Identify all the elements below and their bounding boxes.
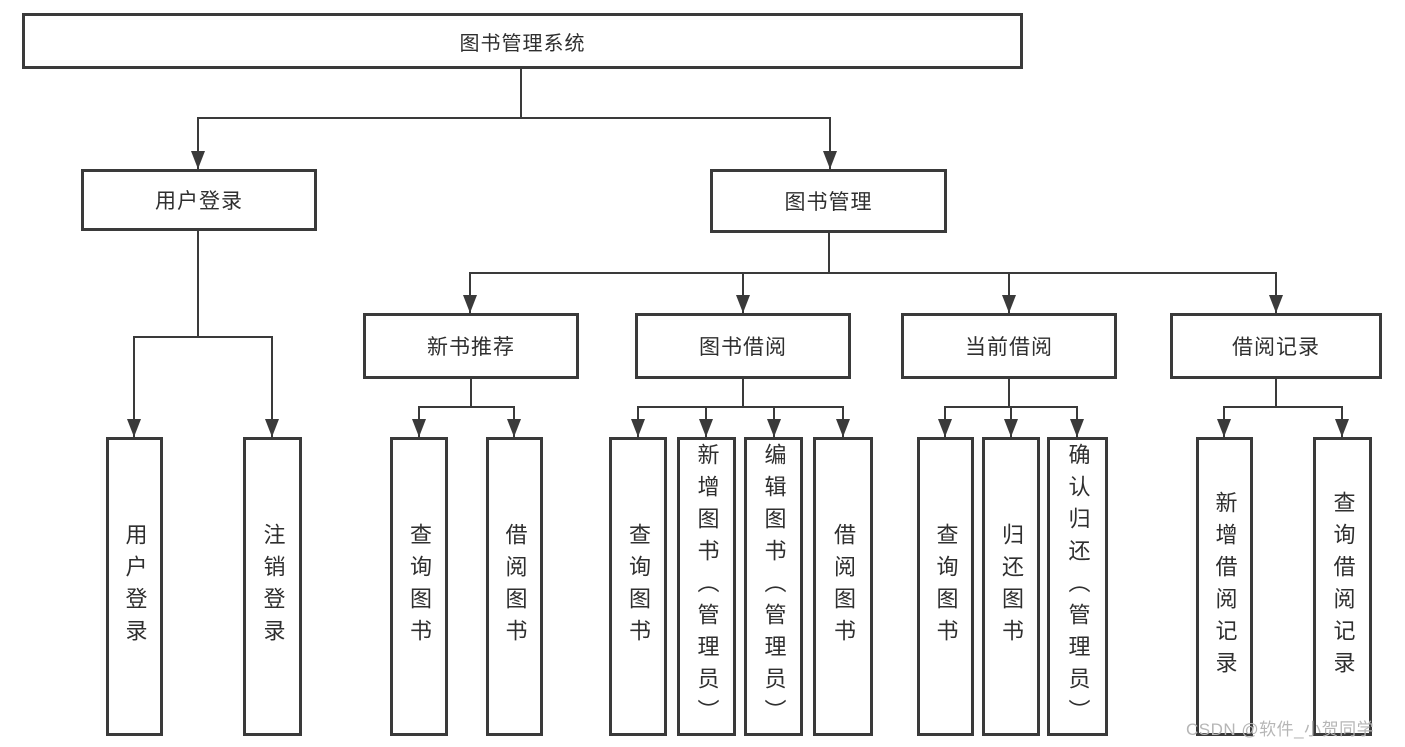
connector-line — [1008, 379, 1010, 407]
leaf-label: 注销登录 — [260, 522, 286, 651]
arrow-down-icon — [265, 337, 279, 437]
arrow-down-icon — [463, 273, 477, 313]
arrow-down-icon — [938, 407, 952, 437]
node-borrowing-records: 借阅记录 — [1170, 313, 1382, 379]
connector-line — [742, 379, 744, 407]
connector-line — [418, 406, 515, 408]
leaf-return-books: 归还图书 — [982, 437, 1040, 736]
leaf-user-login: 用户登录 — [106, 437, 163, 736]
arrow-down-icon — [1002, 273, 1016, 313]
leaf-logout: 注销登录 — [243, 437, 302, 736]
leaf-label: 借阅图书 — [502, 522, 528, 651]
connector-line — [197, 231, 199, 337]
leaf-label: 新增借阅记录 — [1212, 490, 1238, 683]
leaf-label: 确认归还（管理员） — [1065, 442, 1091, 731]
leaf-query-books-recommend: 查询图书 — [390, 437, 448, 736]
node-new-book-recommendation: 新书推荐 — [363, 313, 579, 379]
node-current-borrowing: 当前借阅 — [901, 313, 1117, 379]
leaf-label: 编辑图书（管理员） — [761, 442, 787, 731]
connector-line — [1223, 406, 1343, 408]
leaf-label: 用户登录 — [122, 522, 148, 651]
csdn-watermark: CSDN @软件_小贺同学 — [1186, 720, 1375, 739]
leaf-label: 新增图书（管理员） — [694, 442, 720, 731]
node-book-management: 图书管理 — [710, 169, 947, 233]
arrow-down-icon — [836, 407, 850, 437]
leaf-label: 归还图书 — [999, 522, 1024, 651]
connector-line — [637, 406, 844, 408]
node-user-login: 用户登录 — [81, 169, 317, 231]
connector-line — [1275, 379, 1277, 407]
leaf-label: 查询图书 — [626, 522, 651, 651]
leaf-label: 查询图书 — [407, 522, 432, 651]
leaf-label: 查询图书 — [933, 522, 959, 651]
arrow-down-icon — [736, 273, 750, 313]
arrow-down-icon — [1269, 273, 1283, 313]
leaf-add-books-admin: 新增图书（管理员） — [677, 437, 736, 736]
leaf-query-books: 查询图书 — [609, 437, 667, 736]
arrow-down-icon — [412, 407, 426, 437]
arrow-down-icon — [823, 118, 837, 169]
connector-line — [469, 272, 1277, 274]
leaf-borrow-books-recommend: 借阅图书 — [486, 437, 543, 736]
arrow-down-icon — [631, 407, 645, 437]
arrow-down-icon — [1004, 407, 1018, 437]
leaf-label: 查询借阅记录 — [1330, 490, 1356, 683]
connector-line — [133, 336, 273, 338]
leaf-query-borrow-record: 查询借阅记录 — [1313, 437, 1372, 736]
leaf-confirm-return-admin: 确认归还（管理员） — [1047, 437, 1108, 736]
arrow-down-icon — [699, 407, 713, 437]
arrow-down-icon — [191, 118, 205, 169]
node-book-borrowing: 图书借阅 — [635, 313, 851, 379]
leaf-query-books-current: 查询图书 — [917, 437, 974, 736]
connector-line — [470, 379, 472, 407]
arrow-down-icon — [767, 407, 781, 437]
node-library-management-system: 图书管理系统 — [22, 13, 1023, 69]
leaf-label: 借阅图书 — [831, 522, 856, 651]
connector-line — [520, 69, 522, 118]
leaf-edit-books-admin: 编辑图书（管理员） — [744, 437, 803, 736]
leaf-add-borrow-record: 新增借阅记录 — [1196, 437, 1253, 736]
leaf-borrow-books: 借阅图书 — [813, 437, 873, 736]
arrow-down-icon — [1217, 407, 1231, 437]
connector-line — [197, 117, 831, 119]
connector-line — [828, 233, 830, 274]
arrow-down-icon — [1070, 407, 1084, 437]
arrow-down-icon — [1335, 407, 1349, 437]
arrow-down-icon — [127, 337, 141, 437]
arrow-down-icon — [507, 407, 521, 437]
